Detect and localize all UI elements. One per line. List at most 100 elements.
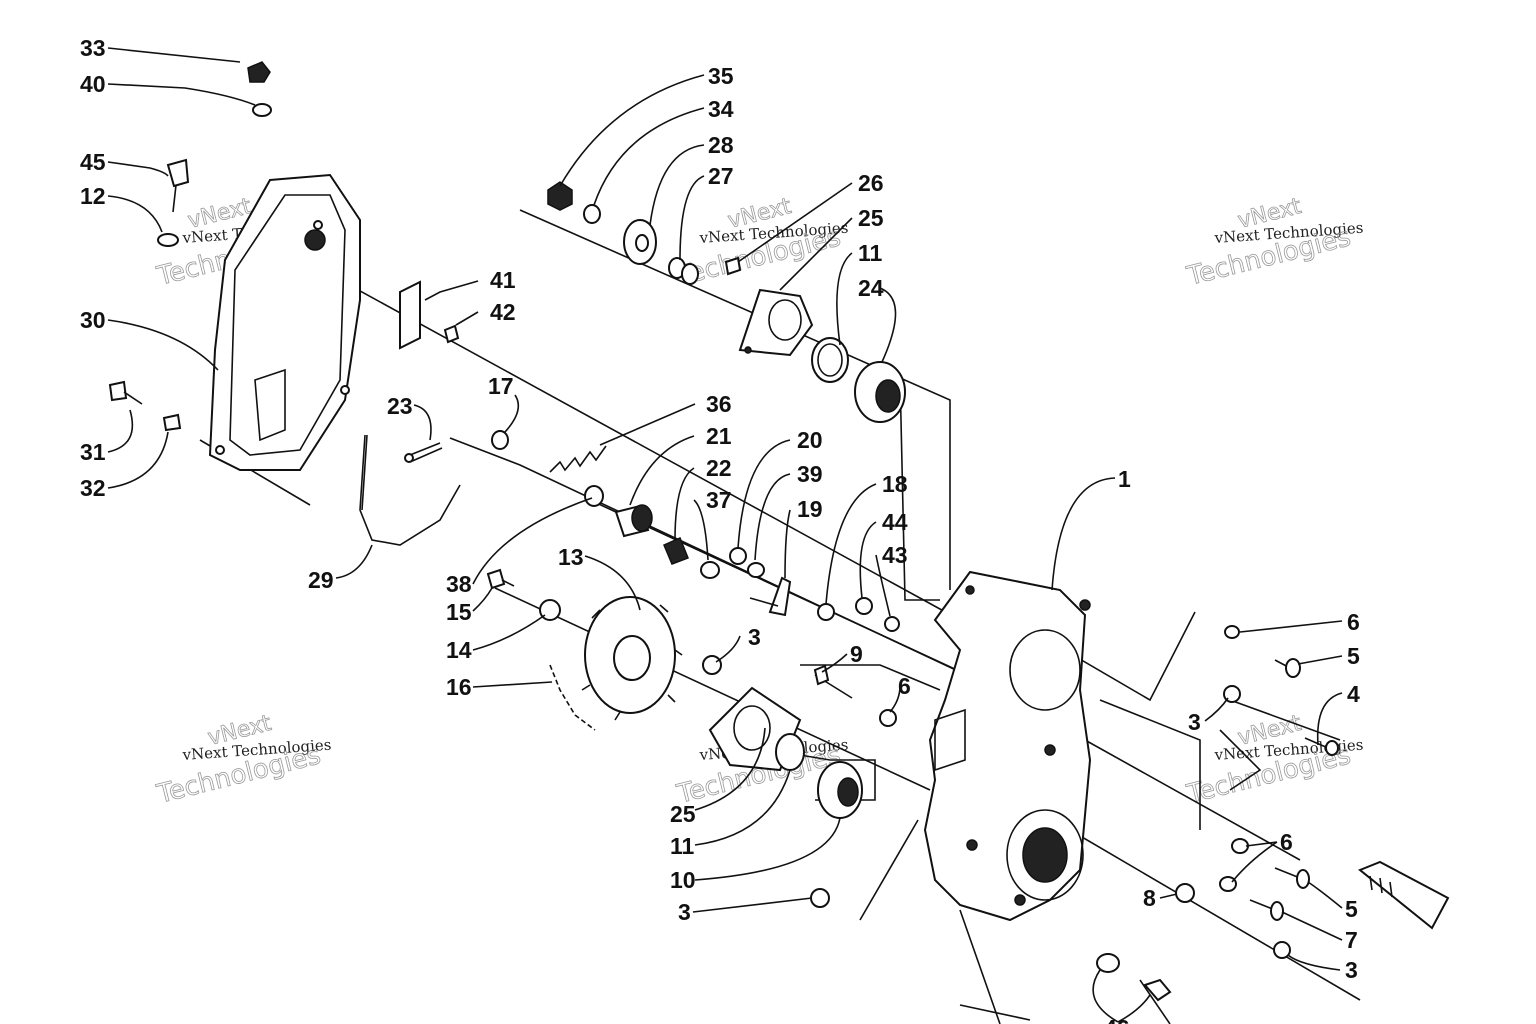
lower-bolt	[1143, 978, 1172, 1002]
washer-43	[884, 616, 900, 632]
sleeve-22	[663, 537, 689, 565]
breather-fitting	[166, 158, 190, 213]
roller-21	[614, 504, 653, 538]
callout-3-right: 3	[1188, 709, 1201, 735]
callout-26: 26	[858, 170, 884, 196]
callout-11-upper: 11	[858, 240, 883, 266]
drive-sprocket-28	[623, 219, 657, 265]
callout-34: 34	[708, 96, 734, 122]
callout-1: 1	[1118, 466, 1131, 492]
callout-46: 46	[1104, 1015, 1130, 1024]
cover-clip	[162, 413, 182, 432]
callout-41: 41	[490, 267, 516, 293]
nut-44	[855, 597, 873, 615]
washer-8	[1175, 883, 1195, 903]
washer-39	[747, 562, 765, 578]
chaincase-housing-1	[923, 570, 1092, 922]
cover-bolt	[247, 61, 271, 83]
watermark-bottom-right: vNext vNext Technologies Technologies	[1183, 711, 1364, 811]
callout-37: 37	[706, 487, 732, 513]
callout-44: 44	[882, 509, 908, 535]
callout-9: 9	[850, 641, 863, 667]
cover-bolt-lower	[108, 380, 143, 405]
lower-washer	[1096, 953, 1120, 973]
callout-5-top: 5	[1347, 643, 1360, 669]
watermark-top-right: vNext vNext Technologies Technologies	[1183, 194, 1364, 293]
washer-37	[700, 561, 720, 579]
screw-26	[724, 256, 742, 276]
callout-25-upper: 25	[858, 205, 884, 231]
washer-34	[583, 204, 601, 224]
washer-6-top	[1224, 625, 1240, 639]
bolt-5-lower	[1274, 867, 1310, 889]
bearing-10	[817, 761, 863, 819]
callout-22: 22	[706, 455, 732, 481]
callout-8: 8	[1143, 885, 1156, 911]
callout-15: 15	[446, 599, 472, 625]
bushing-18	[817, 603, 835, 621]
callout-19: 19	[797, 496, 823, 522]
nut-3-bottom	[810, 888, 830, 908]
leader-lines	[107, 47, 1343, 1023]
callout-25-lower: 25	[670, 801, 696, 827]
tensioner-arm-19	[749, 576, 792, 617]
callout-16: 16	[446, 674, 472, 700]
breather-washer	[157, 233, 179, 247]
callout-28: 28	[708, 132, 734, 158]
washer-38	[584, 485, 604, 507]
callout-20: 20	[797, 427, 823, 453]
callout-38: 38	[446, 571, 472, 597]
output-shaft	[1358, 860, 1450, 930]
callout-39: 39	[797, 461, 823, 487]
callout-11-lower: 11	[670, 833, 695, 859]
drive-cover	[208, 173, 361, 471]
watermark-top-center: vNext vNext Technologies Technologies	[673, 194, 849, 293]
callout-33: 33	[80, 35, 106, 61]
seal-11-lower	[775, 733, 805, 771]
callout-29: 29	[308, 567, 334, 593]
watermark-bottom-left: vNext vNext Technologies Technologies	[153, 711, 332, 811]
bolt-5-top	[1274, 658, 1301, 678]
tension-spring	[549, 445, 607, 473]
callout-5-lower: 5	[1345, 896, 1358, 922]
washer-6-mid	[879, 709, 897, 727]
callout-24: 24	[858, 275, 884, 301]
drive-chain-16	[549, 664, 596, 731]
callout-3-bottom: 3	[678, 899, 691, 925]
inspection-plate	[399, 280, 421, 350]
callout-13: 13	[558, 544, 584, 570]
washer-17	[491, 430, 509, 450]
callout-18: 18	[882, 471, 908, 497]
bolt-4	[1304, 737, 1339, 756]
callout-35: 35	[708, 63, 734, 89]
callout-42: 42	[490, 299, 516, 325]
callout-6-lower: 6	[1280, 829, 1293, 855]
callout-36: 36	[706, 391, 732, 417]
callout-14: 14	[446, 637, 472, 663]
callout-10: 10	[670, 867, 696, 893]
callout-21: 21	[706, 423, 732, 449]
bearing-flange-25-upper	[738, 288, 814, 357]
bearing-24	[854, 361, 906, 423]
bolt-15	[486, 568, 515, 590]
callout-27: 27	[708, 163, 734, 189]
driven-sprocket-13	[581, 596, 683, 721]
cover-washer	[252, 103, 272, 117]
callout-23: 23	[387, 393, 413, 419]
nut-3-lower-right	[1273, 941, 1291, 959]
callout-3-left: 3	[748, 624, 761, 650]
callout-6-mid: 6	[898, 673, 911, 699]
callout-30: 30	[80, 307, 106, 333]
callout-7: 7	[1345, 927, 1358, 953]
shims-27	[668, 257, 699, 285]
callout-32: 32	[80, 475, 106, 501]
callout-3-lower-right: 3	[1345, 957, 1358, 983]
nut-20	[729, 547, 747, 565]
nut-35	[547, 181, 573, 211]
dipstick	[359, 434, 461, 546]
callout-labels: 33 40 45 12 30 31 32 41 42 23 29 17 36 2…	[80, 35, 1360, 1024]
plate-screw	[443, 324, 460, 344]
callout-4: 4	[1347, 681, 1360, 707]
callout-12: 12	[80, 183, 106, 209]
